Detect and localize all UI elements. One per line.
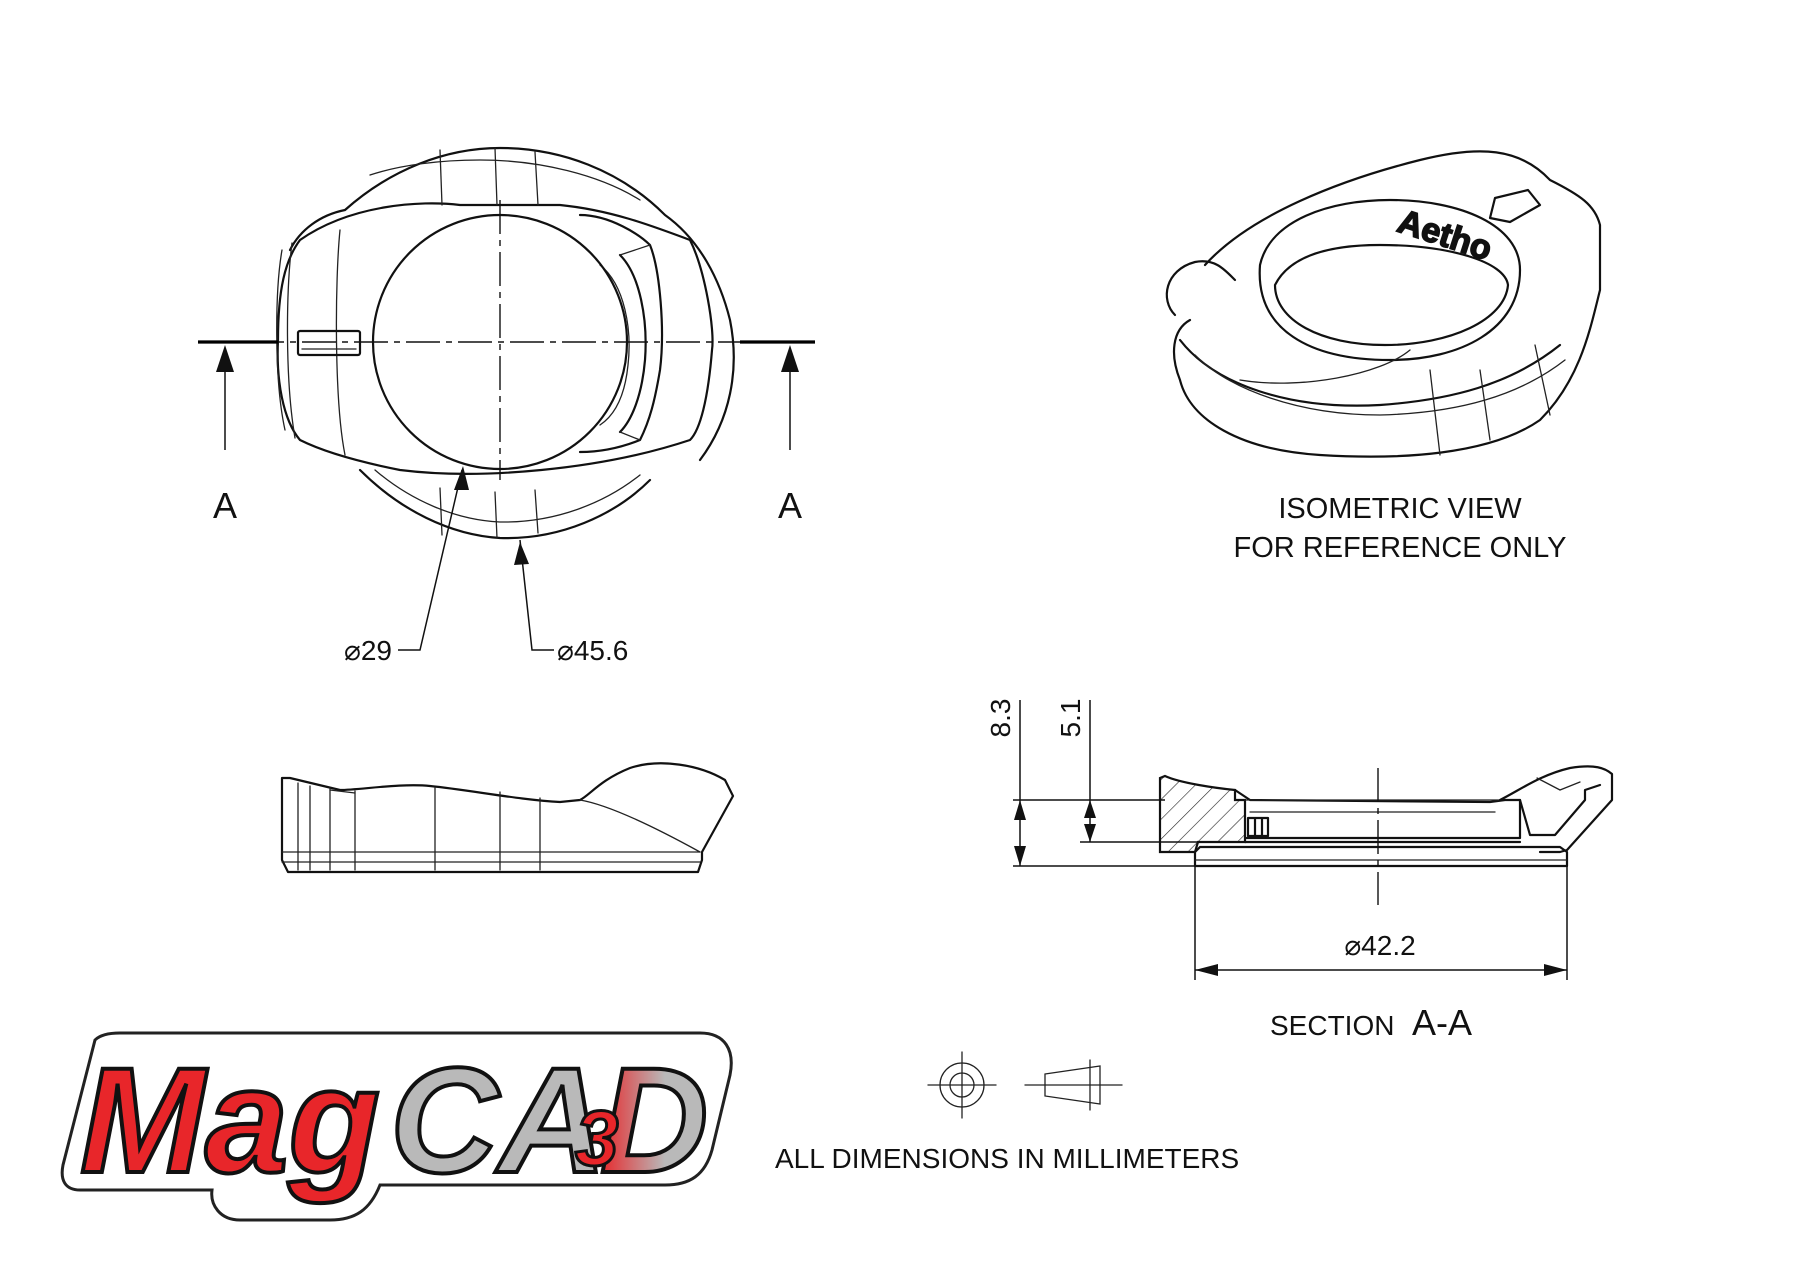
section-caption-word: SECTION <box>1270 1010 1394 1041</box>
section-arrow-right <box>781 345 799 372</box>
iso-outer-body <box>1173 150 1602 458</box>
dim-inner-diameter: ⌀29 <box>344 635 392 666</box>
side-view-outline <box>280 762 735 874</box>
outer-flange-outline <box>288 146 735 462</box>
dim-section-diameter: ⌀42.2 <box>1344 930 1415 961</box>
logo-d: D <box>600 1036 708 1204</box>
key-slot <box>296 329 362 357</box>
dim-outer-diameter: ⌀45.6 <box>557 635 628 666</box>
iso-engraving: Aetho <box>1393 202 1496 268</box>
section-arrow-left <box>216 345 234 372</box>
section-mark-right: A <box>778 485 802 526</box>
section-caption-id: A-A <box>1412 1002 1472 1043</box>
section-mark-left: A <box>213 485 237 526</box>
iso-caption-line1: ISOMETRIC VIEW <box>1278 493 1522 525</box>
units-note: ALL DIMENSIONS IN MILLIMETERS <box>775 1143 1239 1174</box>
dim-height-total: 8.3 <box>985 699 1016 738</box>
logo-mag: Mag <box>80 1036 380 1204</box>
magcad-logo: Mag CA D 3 <box>60 1031 733 1222</box>
cup-lip <box>578 213 664 454</box>
iso-bore <box>1273 243 1510 347</box>
section-lip-right <box>1498 765 1614 854</box>
outer-flange-bottom <box>358 468 652 540</box>
logo-ca: CA <box>390 1036 607 1204</box>
section-hatch-left <box>1158 774 1247 854</box>
side-view <box>280 762 735 874</box>
dim-height-inner: 5.1 <box>1055 699 1086 738</box>
iso-caption-line2: FOR REFERENCE ONLY <box>1233 532 1566 564</box>
logo-3: 3 <box>575 1094 618 1182</box>
projection-symbol <box>927 1051 1123 1119</box>
iso-inner-ring <box>1258 198 1522 362</box>
isometric-view: Aetho ISOMETRIC VIEW FOR REFERENCE ONLY <box>1165 150 1602 564</box>
section-view: 8.3 5.1 ⌀42.2 SECTION A-A <box>985 699 1614 1043</box>
cup-body-outline <box>276 202 714 475</box>
leader-inner-diameter <box>398 469 463 651</box>
section-flange <box>1193 845 1569 868</box>
leader-outer-diameter <box>519 539 554 651</box>
top-view: A A ⌀29 ⌀45.6 <box>198 146 815 666</box>
